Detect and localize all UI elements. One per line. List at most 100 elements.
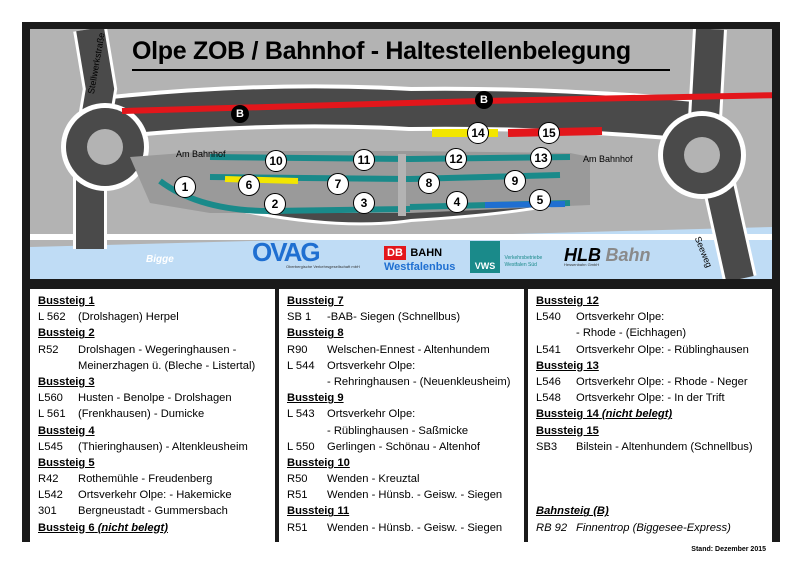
line-route: Ortsverkehr Olpe: - Hakemicke: [78, 489, 232, 502]
bussteig-heading: Bussteig 5: [38, 455, 271, 471]
platform-5: [484, 201, 566, 208]
bahnsteig-heading: Bahnsteig (B): [536, 503, 768, 519]
line-row: - Rüblinghausen - Saßmicke: [287, 423, 520, 439]
stop-5: 5: [529, 189, 551, 211]
db-bahn-text: BAHN: [410, 247, 443, 259]
line-route: Wenden - Kreuztal: [327, 473, 420, 486]
db-westfalenbus-text: Westfalenbus: [384, 261, 456, 273]
stop-13: 13: [530, 147, 552, 169]
line-code: L540: [536, 311, 561, 324]
station-map: Olpe ZOB / Bahnhof - Haltestellenbelegun…: [30, 29, 772, 279]
bussteig-heading: Bussteig 15: [536, 423, 768, 439]
line-code: L560: [38, 392, 63, 405]
spacer-row: [536, 487, 768, 503]
line-code: R90: [287, 343, 308, 356]
bussteig-heading-text: Bussteig 5: [38, 456, 95, 469]
line-code: R50: [287, 473, 308, 486]
line-route: Ortsverkehr Olpe: - In der Trift: [576, 392, 725, 405]
line-route: (Thieringhausen) - Altenkleusheim: [78, 440, 248, 453]
line-row: Meinerzhagen ü. (Bleche - Listertal): [38, 358, 271, 374]
bussteig-heading: Bussteig 3: [38, 374, 271, 390]
riverbank: [30, 234, 772, 240]
line-row: SB3 Bilstein - Altenhundem (Schnellbus): [536, 439, 768, 455]
bussteig-heading-text: Bussteig 12: [536, 295, 599, 307]
stop-9: 9: [504, 170, 526, 192]
line-code: L 550: [287, 440, 315, 453]
bussteig-note: (nicht belegt): [601, 408, 673, 421]
bussteig-heading: Bussteig 13: [536, 358, 768, 374]
bussteig-heading-text: Bussteig 3: [38, 375, 95, 388]
map-drawing: [30, 29, 772, 279]
line-route: - Rehringhausen - (Neuenkleusheim): [327, 375, 511, 388]
line-route: Ortsverkehr Olpe:: [327, 408, 416, 421]
stop-12: 12: [445, 148, 467, 170]
line-code: L 544: [287, 359, 315, 372]
line-route: Rothemühle - Freudenberg: [78, 473, 213, 486]
label-am-bahnhof-left: Am Bahnhof: [176, 149, 226, 159]
stop-7: 7: [327, 173, 349, 195]
line-route: Bergneustadt - Gummersbach: [78, 505, 228, 518]
line-route: Ortsverkehr Olpe: - Rüblinghausen: [576, 343, 749, 356]
vws-logo-mark: VWS: [470, 241, 500, 273]
line-row: L 544 Ortsverkehr Olpe:: [287, 358, 520, 374]
line-row: L545(Thieringhausen) - Altenkleusheim: [38, 439, 271, 455]
bussteig-heading-text: Bussteig 6: [38, 521, 95, 534]
stop-3: 3: [353, 192, 375, 214]
line-code: R52: [38, 343, 59, 356]
line-route: (Frenkhausen) - Dumicke: [78, 408, 205, 421]
line-row: L541 Ortsverkehr Olpe: - Rüblinghausen: [536, 342, 768, 358]
ovag-logo: OVAG Oberbergische Verkehrsgesellschaft …: [252, 239, 360, 269]
bussteig-heading: Bussteig 1: [38, 293, 271, 309]
bussteig-heading-text: Bussteig 9: [287, 392, 344, 405]
line-row: SB 1-BAB- Siegen (Schnellbus): [287, 309, 520, 325]
line-code: 301: [38, 505, 57, 518]
line-route: Finnentrop (Biggesee-Express): [576, 521, 731, 534]
bussteig-heading: Bussteig 10: [287, 455, 520, 471]
bussteig-heading-text: Bussteig 11: [287, 505, 350, 518]
stop-4: 4: [446, 191, 468, 213]
line-code: SB3: [536, 440, 558, 453]
stop-2: 2: [264, 193, 286, 215]
line-row: R90 Welschen-Ennest - Altenhundem: [287, 342, 520, 358]
line-route: Drolshagen - Wegeringhausen -: [78, 343, 237, 356]
line-route: Ortsverkehr Olpe:: [327, 359, 416, 372]
line-code: L542: [38, 489, 63, 502]
platform-island: [130, 151, 590, 213]
vws-sub-1: Verkehrsbetriebe: [504, 255, 543, 261]
bussteig-heading-text: Bussteig 4: [38, 424, 95, 437]
stand-date: Stand: Dezember 2015: [691, 546, 766, 553]
bussteig-heading: Bussteig 11: [287, 503, 520, 519]
line-route: Wenden - Hünsb. - Geisw. - Siegen: [327, 521, 503, 534]
line-code: L541: [536, 343, 561, 356]
line-code: L 543: [287, 408, 315, 421]
line-code: L546: [536, 375, 561, 388]
bussteig-heading: Bussteig 7: [287, 293, 520, 309]
bussteig-heading-text: Bussteig 1: [38, 295, 95, 307]
line-code: L 562: [38, 311, 66, 324]
line-route: Welschen-Ennest - Altenhundem: [327, 343, 490, 356]
bussteig-heading-text: Bussteig 2: [38, 327, 95, 340]
line-route: Meinerzhagen ü. (Bleche - Listertal): [78, 359, 256, 372]
line-row: R52 Drolshagen - Wegeringhausen -: [38, 342, 271, 358]
line-code: RB 92: [536, 521, 568, 534]
bussteig-heading: Bussteig 6 (nicht belegt): [38, 520, 271, 536]
bussteig-heading: Bussteig 14 (nicht belegt): [536, 406, 768, 422]
db-logo-box: DB: [384, 246, 406, 260]
bahnsteig-heading-text: Bahnsteig (B): [536, 505, 609, 518]
hlb-logo-text: HLB: [564, 245, 601, 265]
line-route: (Drolshagen) Herpel: [78, 311, 179, 324]
spacer-row: [536, 455, 768, 471]
bussteig-heading: Bussteig 4: [38, 423, 271, 439]
label-am-bahnhof-right: Am Bahnhof: [583, 154, 633, 164]
stop-6: 6: [238, 174, 260, 196]
ovag-logo-sub: Oberbergische Verkehrsgesellschaft mbH: [286, 264, 360, 269]
crosswalk: [398, 154, 406, 216]
line-route: Bilstein - Altenhundem (Schnellbus): [576, 440, 753, 453]
line-row: R50 Wenden - Kreuztal: [287, 471, 520, 487]
stop-15: 15: [538, 122, 560, 144]
